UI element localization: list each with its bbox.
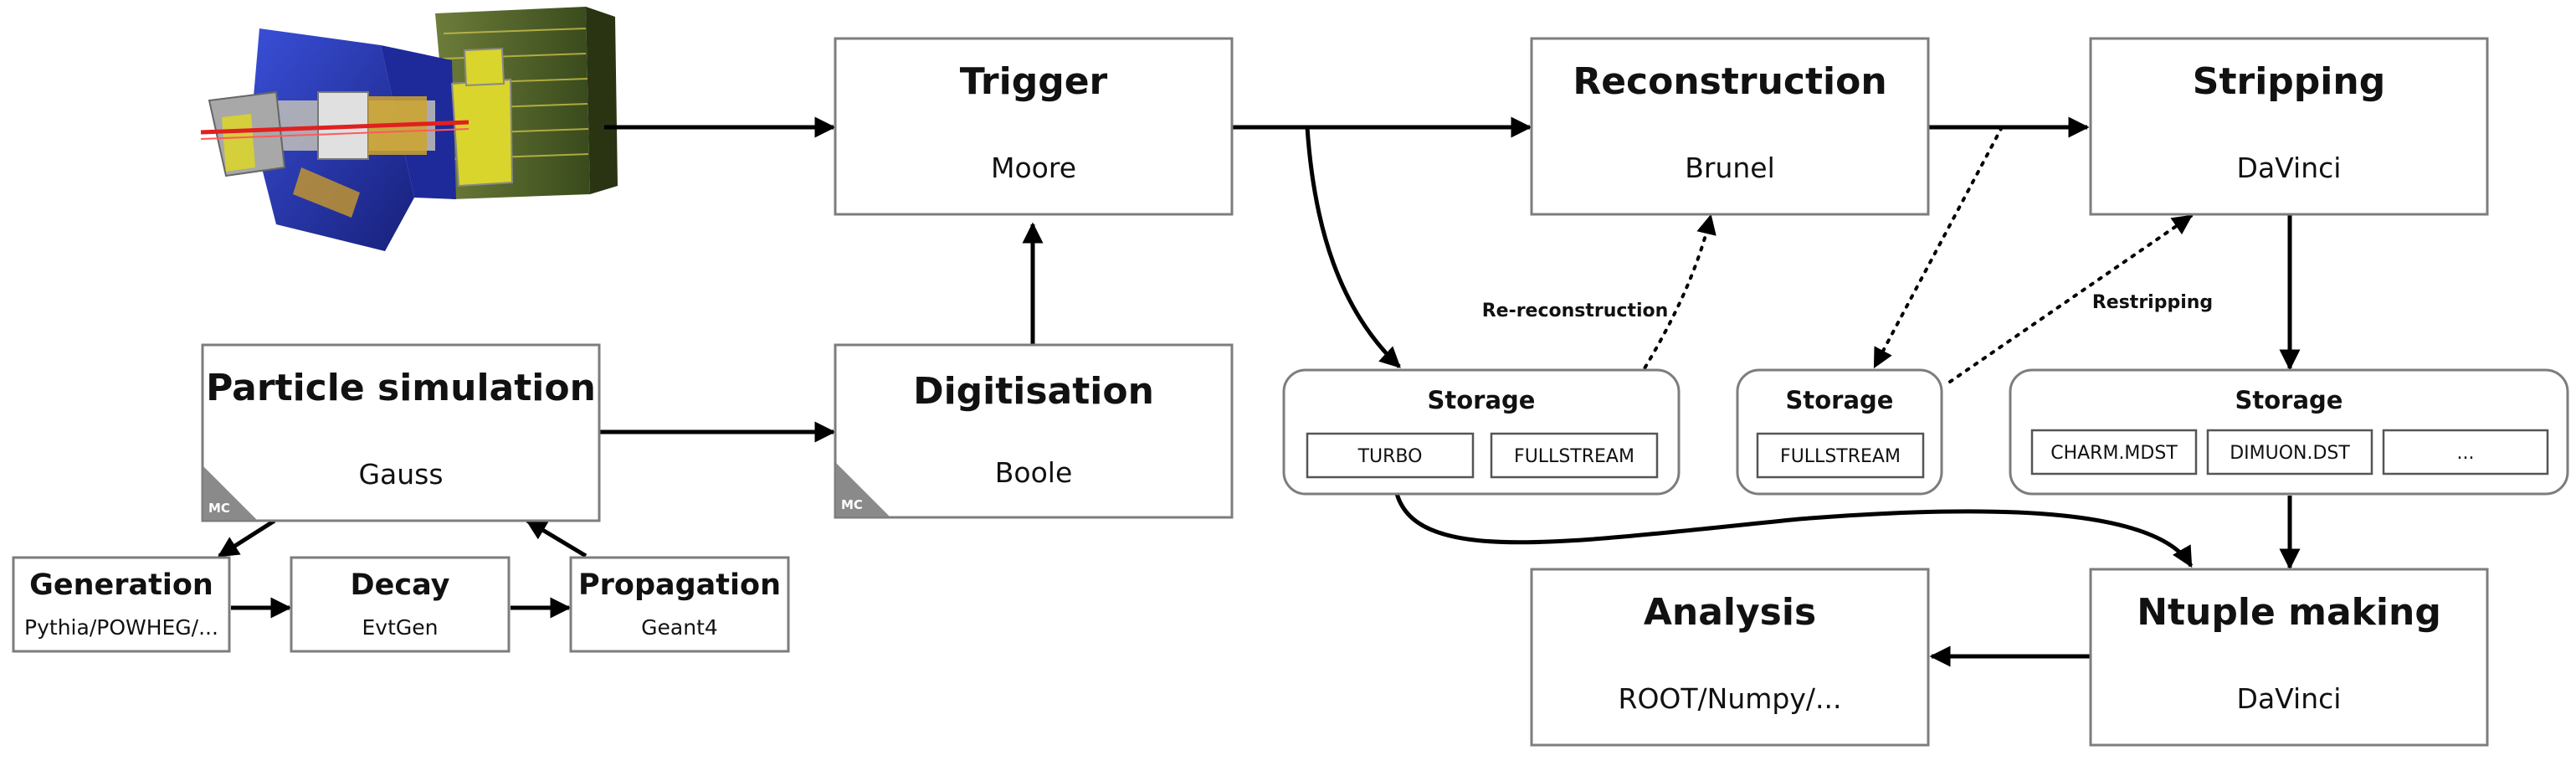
- mc-corner-badge: [836, 463, 890, 517]
- digitisation-box: MC Digitisation Boole: [834, 343, 1234, 519]
- storage-item: [2030, 429, 2198, 476]
- particle-simulation-title: Particle simulation: [206, 367, 596, 409]
- storage-stripped-box: Storage CHARM.MDST DIMUON.DST ...: [2009, 368, 2569, 496]
- reconstruction-title: Reconstruction: [1573, 60, 1886, 103]
- rereconstruction-label: Re-reconstruction: [1482, 301, 1669, 321]
- trigger-box: Trigger Moore: [834, 37, 1234, 216]
- storage-item: [1756, 432, 1925, 479]
- storage-item-label: FULLSTREAM: [1514, 446, 1634, 467]
- mc-badge-label: MC: [841, 497, 863, 512]
- decay-title: Decay: [351, 568, 450, 602]
- storage-item-label: FULLSTREAM: [1780, 446, 1901, 467]
- storage-item: [1490, 432, 1659, 479]
- ntuple-making-software: DaVinci: [2237, 682, 2342, 715]
- propagation-title: Propagation: [578, 568, 781, 602]
- generation-box: Generation Pythia/POWHEG/...: [12, 556, 231, 653]
- generation-software: Pythia/POWHEG/...: [24, 615, 218, 640]
- digitisation-title: Digitisation: [913, 370, 1154, 413]
- storage-title: Storage: [1786, 386, 1894, 414]
- storage-item: [2382, 429, 2549, 476]
- arrow-simulation-to-generation: [217, 518, 276, 558]
- storage-item-label: ...: [2457, 443, 2475, 464]
- analysis-box: Analysis ROOT/Numpy/...: [1530, 568, 1930, 747]
- reconstruction-software: Brunel: [1685, 152, 1775, 184]
- reconstruction-box: Reconstruction Brunel: [1530, 37, 1930, 216]
- storage-item: [1306, 432, 1475, 479]
- mc-corner-badge: [203, 466, 257, 520]
- stripping-software: DaVinci: [2237, 152, 2342, 184]
- stripping-title: Stripping: [2193, 60, 2385, 103]
- particle-simulation-box: MC Particle simulation Gauss: [201, 343, 601, 522]
- storage-item: [2206, 429, 2373, 476]
- connectors: [217, 116, 2301, 667]
- restripping-label: Restripping: [2092, 292, 2213, 313]
- storage-item-label: CHARM.MDST: [2050, 443, 2178, 464]
- storage-title: Storage: [1428, 386, 1536, 414]
- storage-title: Storage: [2235, 386, 2343, 414]
- storage-fullstream-box: Storage FULLSTREAM: [1736, 368, 1943, 496]
- ntuple-making-box: Ntuple making DaVinci: [2089, 568, 2489, 747]
- particle-simulation-software: Gauss: [358, 458, 443, 491]
- storage-item-label: TURBO: [1357, 446, 1423, 467]
- propagation-box: Propagation Geant4: [569, 556, 790, 653]
- arrow-restripping: [1948, 214, 2193, 383]
- ntuple-making-title: Ntuple making: [2137, 591, 2441, 634]
- digitisation-software: Boole: [995, 456, 1073, 489]
- detector-illustration: [200, 7, 618, 251]
- arrow-turbo-to-ntuple: [1392, 476, 2194, 568]
- decay-box: Decay EvtGen: [290, 556, 511, 653]
- arrow-propagation-to-simulation: [525, 518, 588, 558]
- trigger-software: Moore: [991, 152, 1076, 184]
- generation-title: Generation: [29, 568, 213, 602]
- analysis-title: Analysis: [1644, 591, 1816, 634]
- propagation-software: Geant4: [641, 615, 718, 640]
- storage-turbo-box: Storage TURBO FULLSTREAM: [1282, 368, 1681, 496]
- arrow-trigger-to-turbo-storage: [1305, 126, 1401, 368]
- decay-software: EvtGen: [362, 615, 439, 640]
- mc-badge-label: MC: [208, 501, 230, 516]
- stripping-box: Stripping DaVinci: [2089, 37, 2489, 216]
- analysis-software: ROOT/Numpy/...: [1619, 682, 1842, 715]
- storage-item-label: DIMUON.DST: [2230, 443, 2350, 464]
- trigger-title: Trigger: [960, 60, 1108, 103]
- arrow-rereconstruction: [1600, 213, 1716, 437]
